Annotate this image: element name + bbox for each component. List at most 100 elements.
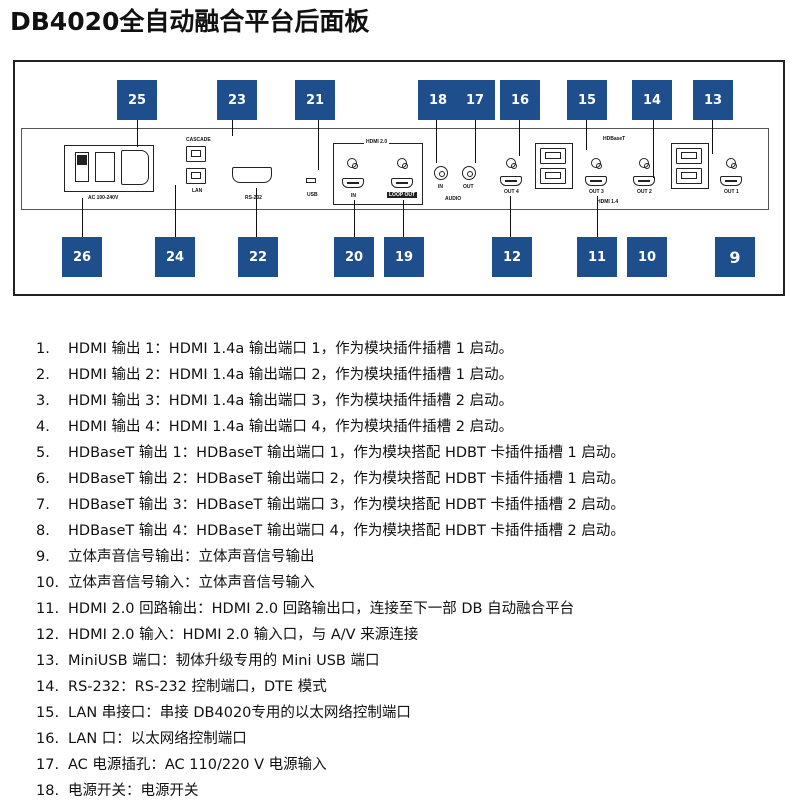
- hdbaset-out1-port: [676, 168, 702, 184]
- list-item-number: 10.: [36, 575, 60, 591]
- list-item-number: 12.: [36, 627, 60, 643]
- list-item-text: HDBaseT 输出 1：HDBaseT 输出端口 1，作为模块搭配 HDBT …: [68, 445, 625, 461]
- leader-line: [510, 196, 511, 237]
- list-item-number: 9.: [36, 549, 50, 565]
- leader-line: [82, 198, 83, 237]
- hdmi-out1-port: [720, 176, 742, 186]
- leader-line: [318, 118, 319, 170]
- rs232-label: RS-232: [245, 195, 262, 201]
- power-switch: [75, 152, 89, 182]
- hdmi-out2-port: [633, 176, 655, 186]
- page-title: DB4020全自动融合平台后面板: [10, 7, 370, 36]
- callout-12: 12: [492, 237, 532, 277]
- list-item-number: 2.: [36, 367, 50, 383]
- callout-22: 22: [238, 237, 278, 277]
- leader-line: [232, 118, 233, 136]
- hdbaset-out4-port: [540, 148, 566, 164]
- hdmi14-label: HDMI 1.4: [597, 199, 619, 205]
- audio-out-label: OUT: [463, 184, 474, 190]
- out2-indicator: [639, 158, 650, 169]
- list-item: 12. HDMI 2.0 输入：HDMI 2.0 输入口，与 A/V 来源连接: [36, 622, 796, 648]
- list-item-number: 16.: [36, 731, 60, 747]
- list-item-number: 18.: [36, 783, 60, 799]
- list-item-text: 立体声音信号输出：立体声音信号输出: [68, 549, 315, 565]
- callout-19: 19: [384, 237, 424, 277]
- rear-panel-diagram: [13, 60, 785, 296]
- list-item: 17. AC 电源插孔：AC 110/220 V 电源输入: [36, 752, 796, 778]
- leader-line: [175, 185, 176, 237]
- audio-label: AUDIO: [445, 196, 462, 202]
- out1-indicator: [726, 158, 737, 169]
- lan-port: [186, 168, 206, 184]
- list-item-text: LAN 口：以太网络控制端口: [68, 731, 247, 747]
- list-item-text: RS-232：RS-232 控制端口，DTE 模式: [68, 679, 327, 695]
- leader-line: [653, 118, 654, 178]
- callout-13: 13: [693, 80, 733, 120]
- list-item: 2.HDMI 输出 2：HDMI 1.4a 输出端口 2，作为模块插件插槽 1 …: [36, 362, 796, 388]
- cascade-label: CASCADE: [186, 137, 211, 143]
- out4-indicator: [506, 158, 517, 169]
- rs232-port: [232, 167, 272, 183]
- hdmi-out3-port: [585, 176, 607, 186]
- list-item-number: 8.: [36, 523, 50, 539]
- loop-out-label: LOOP OUT: [387, 192, 418, 198]
- callout-20: 20: [334, 237, 374, 277]
- callout-18: 18: [418, 80, 458, 120]
- list-item: 7.HDBaseT 输出 3：HDBaseT 输出端口 3，作为模块搭配 HDB…: [36, 492, 796, 518]
- list-item-number: 1.: [36, 341, 50, 357]
- list-item-number: 17.: [36, 757, 60, 773]
- ac-inlet: [121, 150, 149, 185]
- leader-line: [519, 118, 520, 156]
- usb-label: USB: [307, 192, 318, 198]
- hdmi-in-indicator: [347, 158, 358, 169]
- list-item-number: 3.: [36, 393, 50, 409]
- callout-24: 24: [155, 237, 195, 277]
- list-item: 9. 立体声音信号输出：立体声音信号输出: [36, 544, 796, 570]
- port-description-list: 1. HDMI 输出 1：HDMI 1.4a 输出端口 1，作为模块插件插槽 1 …: [36, 336, 796, 804]
- list-item-text: HDBaseT 输出 3：HDBaseT 输出端口 3，作为模块搭配 HDBT …: [68, 497, 625, 513]
- list-item-number: 5.: [36, 445, 50, 461]
- hdmi-loop-indicator: [397, 158, 408, 169]
- list-item: 10. 立体声音信号输入：立体声音信号输入: [36, 570, 796, 596]
- out4-label: OUT 4: [504, 189, 519, 195]
- lan-label: LAN: [192, 188, 203, 194]
- list-item: 13.MiniUSB 端口：韧体升级专用的 Mini USB 端口: [36, 648, 796, 674]
- leader-line: [256, 188, 257, 237]
- list-item-text: HDMI 输出 1：HDMI 1.4a 输出端口 1，作为模块插件插槽 1 启动…: [68, 341, 514, 357]
- fuse-holder: [95, 152, 115, 182]
- list-item-text: HDMI 输出 3：HDMI 1.4a 输出端口 3，作为模块插件插槽 2 启动…: [68, 393, 514, 409]
- list-item: 18.电源开关：电源开关: [36, 778, 796, 804]
- cascade-lan-port: [186, 146, 206, 162]
- list-item-number: 14.: [36, 679, 60, 695]
- hdbaset-label: HDBaseT: [603, 136, 626, 142]
- list-item-text: AC 电源插孔：AC 110/220 V 电源输入: [68, 757, 327, 773]
- hdbaset-card-slot2: [535, 143, 573, 189]
- callout-11: 11: [577, 237, 617, 277]
- list-item: 6. HDBaseT 输出 2：HDBaseT 输出端口 2，作为模块搭配 HDB…: [36, 466, 796, 492]
- leader-line: [712, 118, 713, 154]
- ac-label: AC 100-240V: [88, 195, 119, 201]
- list-item-text: HDBaseT 输出 4：HDBaseT 输出端口 4，作为模块搭配 HDBT …: [68, 523, 625, 539]
- out2-label: OUT 2: [637, 189, 652, 195]
- list-item-text: HDBaseT 输出 2：HDBaseT 输出端口 2，作为模块搭配 HDBT …: [68, 471, 625, 487]
- list-item-number: 11.: [36, 601, 60, 617]
- list-item: 4.HDMI 输出 4：HDMI 1.4a 输出端口 4，作为模块插件插槽 2 …: [36, 414, 796, 440]
- list-item: 8. HDBaseT 输出 4：HDBaseT 输出端口 4，作为模块搭配 HDB…: [36, 518, 796, 544]
- callout-10: 10: [627, 237, 667, 277]
- audio-out-jack: [462, 166, 476, 180]
- list-item-text: HDMI 输出 4：HDMI 1.4a 输出端口 4，作为模块插件插槽 2 启动…: [68, 419, 514, 435]
- list-item-number: 6.: [36, 471, 50, 487]
- list-item: 1. HDMI 输出 1：HDMI 1.4a 输出端口 1，作为模块插件插槽 1 …: [36, 336, 796, 362]
- out1-label: OUT 1: [724, 189, 739, 195]
- leader-line: [586, 118, 587, 150]
- list-item-text: 立体声音信号输入：立体声音信号输入: [68, 575, 315, 591]
- leader-line: [403, 200, 404, 237]
- list-item-text: HDMI 2.0 输入：HDMI 2.0 输入口，与 A/V 来源连接: [68, 627, 419, 643]
- hdmi20-loop-out-port: [391, 178, 413, 188]
- hdmi20-in-label: IN: [351, 193, 356, 199]
- hdbaset-out2-port: [676, 148, 702, 164]
- mini-usb-port: [306, 178, 316, 183]
- leader-line: [137, 118, 138, 147]
- callout-23: 23: [217, 80, 257, 120]
- list-item: 3. HDMI 输出 3：HDMI 1.4a 输出端口 3，作为模块插件插槽 2 …: [36, 388, 796, 414]
